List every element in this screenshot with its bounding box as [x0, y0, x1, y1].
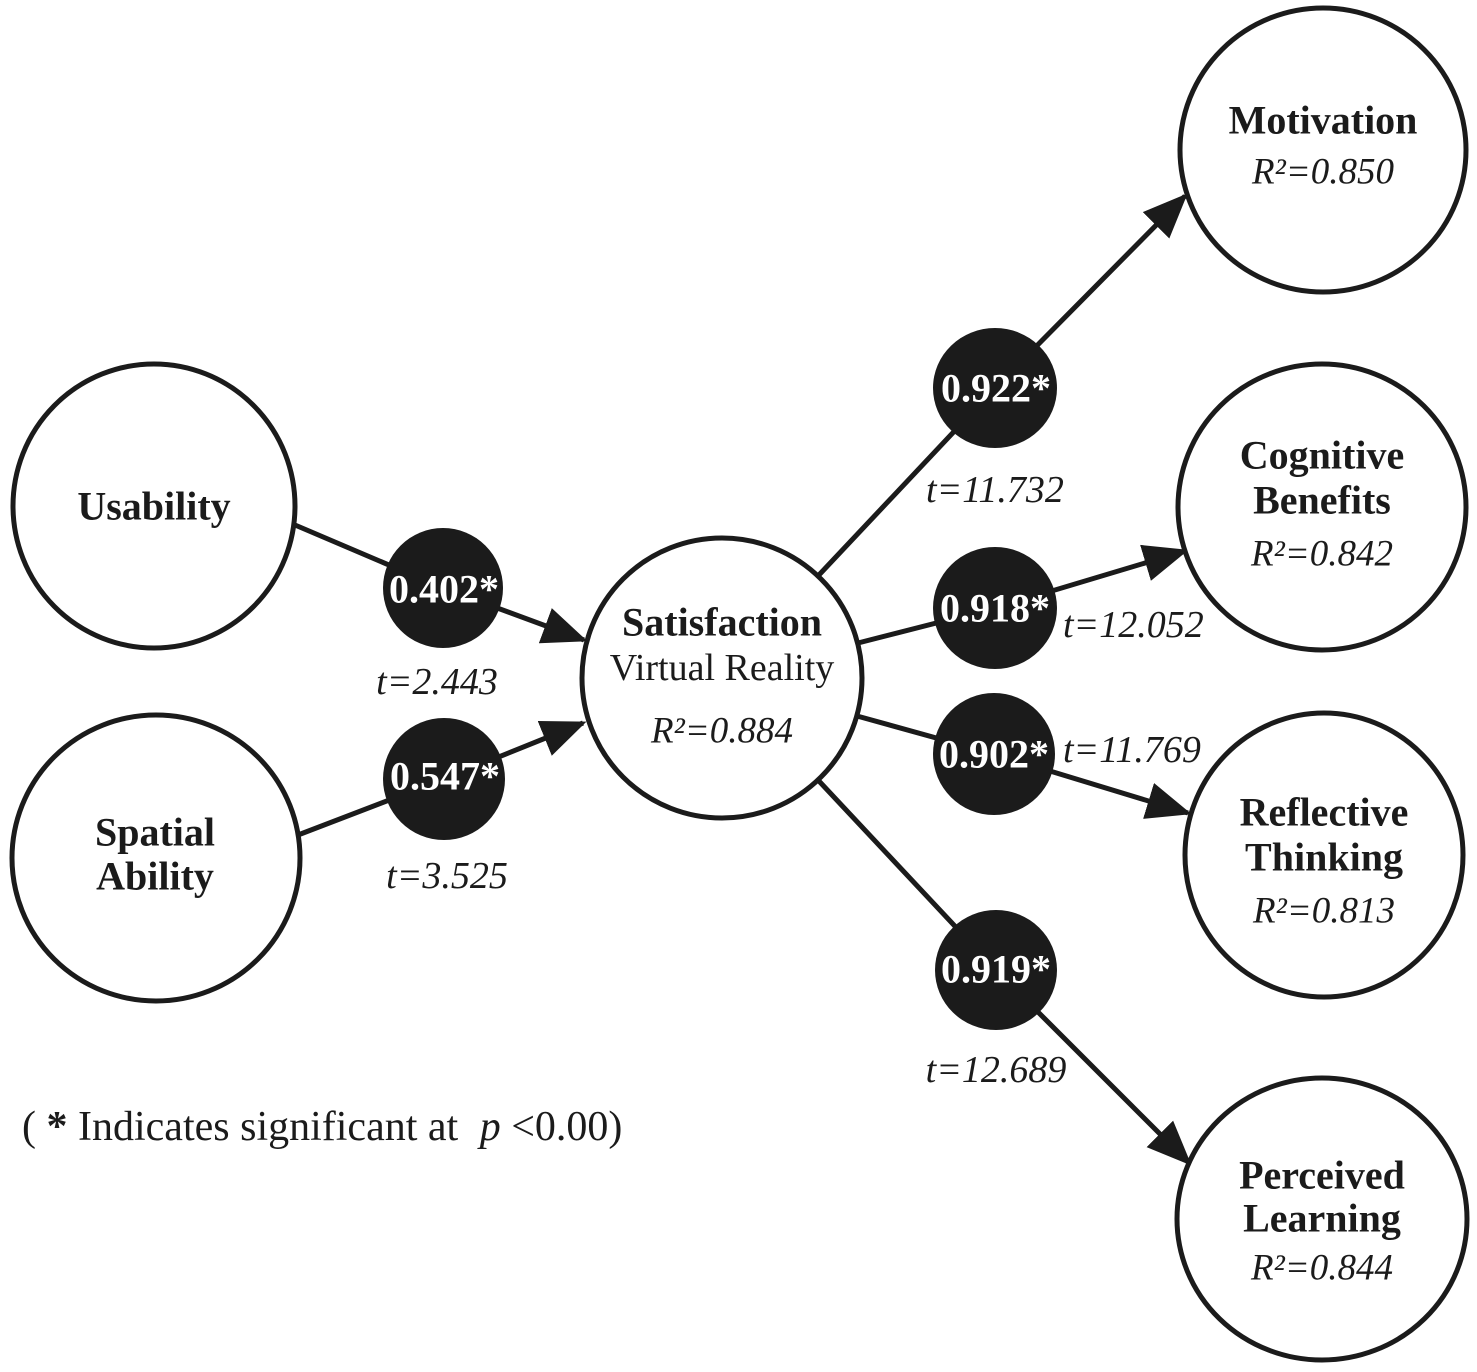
motivation-r2: R²=0.850: [1251, 152, 1394, 193]
latent-nodes: Usability Spatial Ability Satisfaction V…: [9, 5, 1470, 1363]
coef-satisfaction-cognitive-value: 0.918*: [940, 586, 1050, 631]
node-usability: Usability: [10, 361, 298, 651]
coef-satisfaction-cognitive-circle: [933, 547, 1057, 669]
node-motivation: Motivation R²=0.850: [1177, 5, 1469, 295]
coef-usability-satisfaction-circle: [383, 528, 503, 648]
usability-label: Usability: [77, 484, 230, 529]
perceived-learning-circle: [1174, 1075, 1470, 1363]
t-value-satisfaction-reflective: t=11.769: [1063, 729, 1201, 771]
cognitive-benefits-label-line2: Benefits: [1253, 478, 1391, 523]
coef-spatial-satisfaction-circle: [383, 718, 505, 840]
footnote-close: <0.00): [511, 1104, 622, 1150]
spatial-ability-circle: [9, 712, 303, 1004]
t-value-satisfaction-perceived: t=12.689: [926, 1049, 1067, 1091]
motivation-circle: [1177, 5, 1469, 295]
satisfaction-title: Satisfaction: [622, 600, 822, 645]
perceived-learning-label-line2: Learning: [1243, 1196, 1401, 1241]
coef-satisfaction-reflective: 0.902* t=11.769: [933, 693, 1201, 815]
footnote-p-symbol: p: [477, 1104, 501, 1150]
coef-usability-satisfaction-value: 0.402*: [389, 567, 499, 612]
node-perceived-learning: Perceived Learning R²=0.844: [1174, 1075, 1470, 1363]
footnote-asterisk: *: [47, 1104, 68, 1150]
node-reflective-thinking: Reflective Thinking R²=0.813: [1182, 710, 1466, 1000]
coef-satisfaction-motivation: 0.922* t=11.732: [926, 328, 1064, 511]
cognitive-benefits-label-line1: Cognitive: [1240, 433, 1404, 478]
spatial-ability-label-line1: Spatial: [95, 810, 215, 855]
motivation-label: Motivation: [1229, 98, 1418, 143]
spatial-ability-label-line2: Ability: [96, 854, 214, 899]
reflective-thinking-r2: R²=0.813: [1252, 891, 1395, 932]
reflective-thinking-circle: [1182, 710, 1466, 1000]
coef-satisfaction-reflective-circle: [933, 693, 1055, 815]
footnote-open-paren: (: [22, 1104, 36, 1150]
coef-spatial-satisfaction-value: 0.547*: [390, 754, 500, 799]
coef-satisfaction-motivation-value: 0.922*: [941, 366, 1051, 411]
significance-footnote: ( * Indicates significant at p <0.00): [22, 1104, 622, 1150]
usability-circle: [10, 361, 298, 651]
coef-satisfaction-motivation-circle: [933, 328, 1057, 448]
coef-satisfaction-perceived-value: 0.919*: [941, 947, 1051, 992]
cognitive-benefits-circle: [1175, 361, 1469, 653]
coef-satisfaction-cognitive: 0.918* t=12.052: [933, 547, 1204, 669]
perceived-learning-label-line1: Perceived: [1239, 1153, 1405, 1198]
coef-satisfaction-reflective-value: 0.902*: [939, 732, 1049, 777]
coef-usability-satisfaction: 0.402* t=2.443: [376, 528, 503, 703]
t-value-spatial-satisfaction: t=3.525: [386, 855, 508, 897]
coef-satisfaction-perceived-circle: [935, 910, 1057, 1030]
node-cognitive-benefits: Cognitive Benefits R²=0.842: [1175, 361, 1469, 653]
footnote-body: Indicates significant at: [78, 1104, 459, 1150]
satisfaction-circle: [579, 535, 865, 821]
coef-satisfaction-perceived: 0.919* t=12.689: [926, 910, 1067, 1091]
cognitive-benefits-r2: R²=0.842: [1250, 534, 1393, 575]
satisfaction-r2: R²=0.884: [650, 711, 793, 752]
perceived-learning-r2: R²=0.844: [1250, 1248, 1393, 1289]
reflective-thinking-label-line1: Reflective: [1240, 790, 1409, 835]
t-value-satisfaction-cognitive: t=12.052: [1063, 604, 1204, 646]
node-spatial-ability: Spatial Ability: [9, 712, 303, 1004]
t-value-usability-satisfaction: t=2.443: [376, 661, 498, 703]
satisfaction-subtitle: Virtual Reality: [610, 647, 835, 689]
node-satisfaction: Satisfaction Virtual Reality R²=0.884: [579, 535, 865, 821]
coefficient-nodes: 0.402* t=2.443 0.547* t=3.525 0.922* t=1…: [376, 328, 1204, 1091]
coef-spatial-satisfaction: 0.547* t=3.525: [383, 718, 508, 897]
reflective-thinking-label-line2: Thinking: [1245, 835, 1403, 880]
t-value-satisfaction-motivation: t=11.732: [926, 469, 1064, 511]
